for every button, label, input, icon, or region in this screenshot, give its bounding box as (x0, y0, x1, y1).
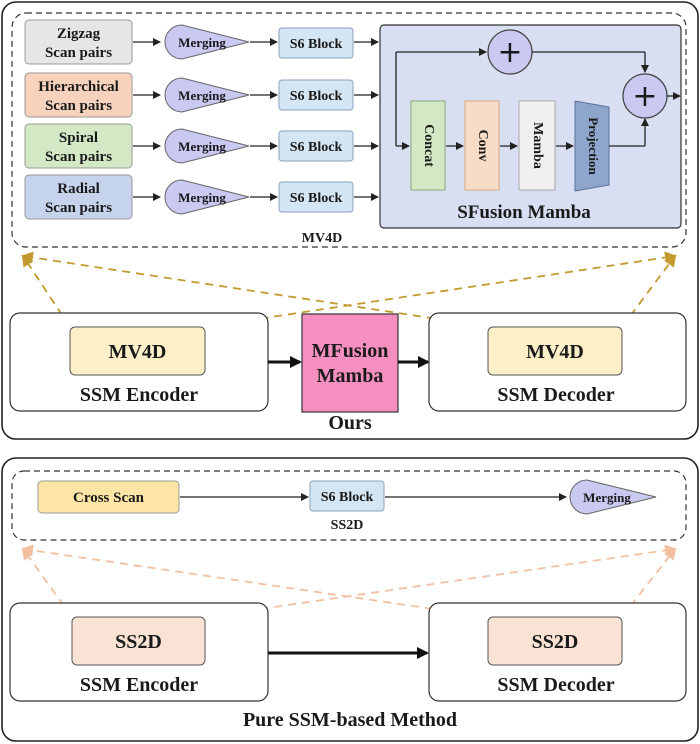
ss2d-module-caption: SS2D (331, 518, 364, 533)
s6-block (278, 181, 354, 213)
mv4d-decoder-label: MV4D (526, 341, 584, 363)
s6-block (278, 27, 354, 59)
ssm-encoder-bottom-label: SSM Encoder (80, 674, 198, 696)
s6-block-label: S6 Block (290, 37, 343, 52)
mv4d-module-caption: MV4D (302, 231, 342, 246)
scan-row-3: Radial Scan pairs Merging S6 Block (24, 174, 379, 220)
scan-label-line2: Scan pairs (45, 200, 112, 216)
s6-block-label: S6 Block (290, 89, 343, 104)
merging-shape-bottom (569, 479, 657, 515)
ssm-encoder-bottom: SS2D SSM Encoder (9, 602, 269, 702)
projection-label: Projection (586, 117, 601, 175)
conv-block (464, 100, 500, 191)
merging-shape (164, 128, 250, 164)
sfusion-title: SFusion Mamba (457, 202, 591, 223)
ss2d-encoder-label: SS2D (115, 631, 162, 653)
scan-box (24, 72, 133, 118)
merging-label: Merging (178, 88, 226, 103)
merging-label: Merging (178, 190, 226, 205)
merging-label: Merging (178, 139, 226, 154)
ss2d-module-box (11, 470, 687, 541)
scan-box (24, 174, 133, 220)
plus-icon: + (632, 79, 657, 114)
merging-shape (164, 179, 250, 215)
mv4d-inner-decoder (487, 326, 623, 376)
mv4d-module-box (11, 12, 687, 248)
ssm-decoder-label: SSM Decoder (497, 384, 614, 406)
s6-block-bottom (309, 480, 385, 512)
plus-icon: + (497, 35, 522, 70)
ssm-decoder-bottom: SS2D SSM Decoder (428, 602, 687, 702)
ours-caption: Ours (328, 412, 372, 434)
scan-box (24, 123, 133, 169)
mv4d-inner-encoder (69, 326, 206, 376)
s6-block-bottom-label: S6 Block (321, 490, 374, 505)
scan-box (24, 19, 133, 65)
ss2d-inner-decoder (487, 616, 623, 666)
scan-row-0: Zigzag Scan pairs Merging S6 Block (24, 19, 379, 65)
ssm-encoder-top: MV4D SSM Encoder (9, 312, 269, 412)
merging-shape (164, 77, 250, 113)
concat-label: Concat (421, 124, 436, 167)
mfusion-mamba-block: MFusion Mamba (301, 313, 399, 413)
pure-ssm-panel: Cross Scan S6 Block Merging SS2D SS2D SS… (1, 457, 699, 742)
scan-label-line2: Scan pairs (45, 45, 112, 61)
cross-scan-box (37, 480, 180, 514)
conv-label: Conv (475, 130, 490, 162)
ssm-encoder-label: SSM Encoder (80, 384, 198, 406)
merging-label: Merging (178, 35, 226, 50)
mv4d-encoder-label: MV4D (109, 341, 167, 363)
concat-block (410, 100, 446, 191)
ss2d-inner-encoder (71, 616, 206, 666)
mamba-label: Mamba (530, 122, 545, 169)
mfusion-line1: MFusion (312, 340, 389, 362)
ssm-decoder-bottom-label: SSM Decoder (497, 674, 614, 696)
ours-panel: Zigzag Scan pairs Merging S6 Block Hiera… (1, 1, 699, 440)
scan-row-2: Spiral Scan pairs Merging S6 Block (24, 123, 379, 169)
scan-label-line1: Spiral (59, 130, 98, 146)
merging-shape (164, 24, 250, 60)
scan-label-line2: Scan pairs (45, 149, 112, 165)
projection-block (574, 100, 610, 192)
ss2d-decoder-label: SS2D (532, 631, 579, 653)
mfusion-line2: Mamba (317, 365, 384, 387)
scan-label-line1: Hierarchical (38, 79, 119, 95)
cross-scan-label: Cross Scan (73, 490, 145, 506)
sfusion-mamba-block: + Concat Conv Mamba Projection + SFusion… (379, 24, 682, 229)
s6-block (278, 79, 354, 111)
pure-ssm-caption: Pure SSM-based Method (243, 709, 457, 731)
scan-label-line2: Scan pairs (45, 98, 112, 114)
scan-row-1: Hierarchical Scan pairs Merging S6 Block (24, 72, 379, 118)
s6-block-label: S6 Block (290, 191, 343, 206)
scan-label-line1: Radial (57, 181, 100, 197)
s6-block (278, 130, 354, 162)
merging-bottom-label: Merging (583, 490, 631, 505)
mamba-block (518, 100, 556, 191)
scan-label-line1: Zigzag (57, 26, 101, 42)
ssm-decoder-top: MV4D SSM Decoder (428, 312, 687, 412)
s6-block-label: S6 Block (290, 140, 343, 155)
